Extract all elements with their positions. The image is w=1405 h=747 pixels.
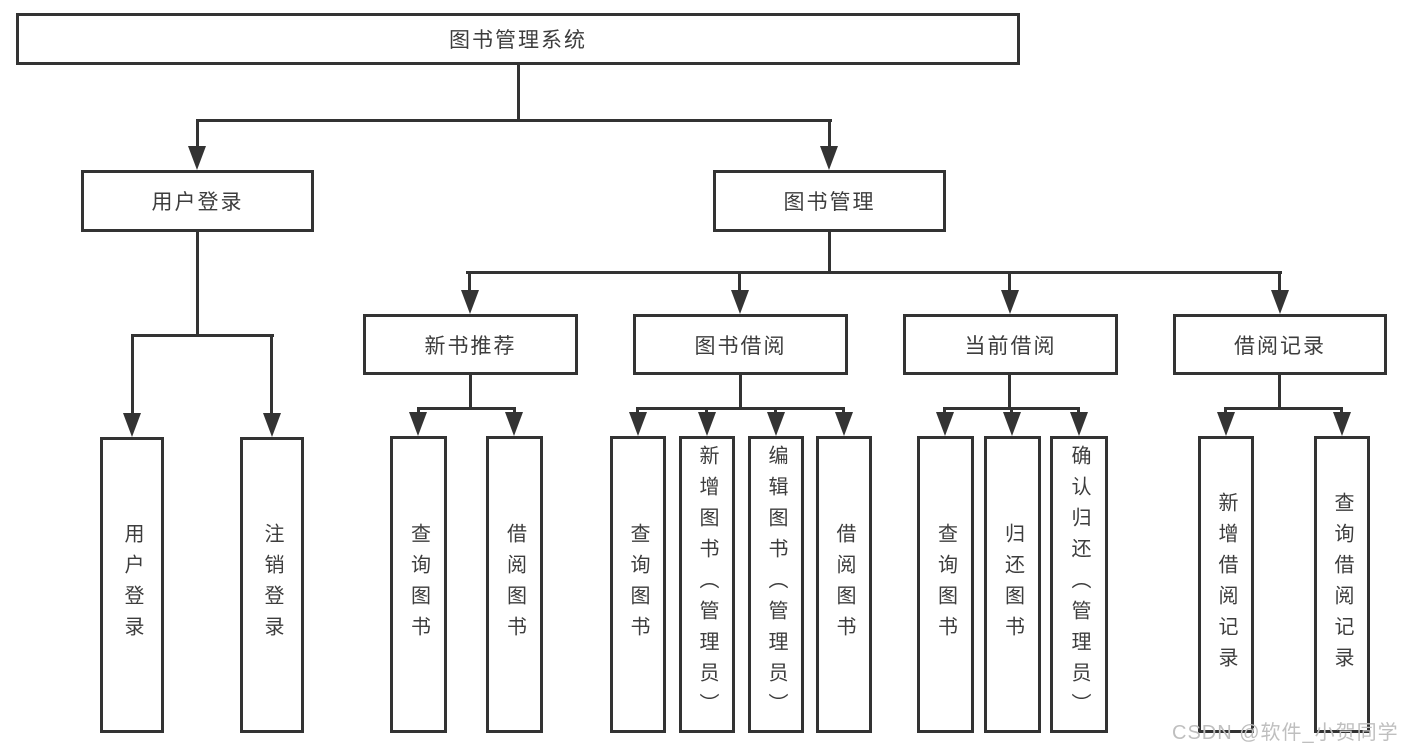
leaf-borrow-books-1: 借阅图书 [486,436,543,733]
leaf-query-books-2: 查询图书 [610,436,666,733]
connector-vline [1077,407,1080,416]
leaf-confirm-return-admin: 确认归还（管理员） [1050,436,1108,733]
arrowhead-down-icon [409,412,427,436]
leaf-borrow-books-2: 借阅图书 [816,436,872,733]
leaf-add-books-admin-label: 新增图书（管理员） [696,445,718,724]
leaf-add-books-admin: 新增图书（管理员） [679,436,735,733]
leaf-logout-label: 注销登录 [261,523,283,647]
node-root-label: 图书管理系统 [449,29,587,52]
node-root: 图书管理系统 [16,13,1020,65]
connector-vline [705,407,708,416]
node-current-borrow: 当前借阅 [903,314,1118,375]
leaf-query-borrow-record: 查询借阅记录 [1314,436,1370,733]
leaf-return-books-label: 归还图书 [1001,522,1024,647]
connector-vline [943,407,946,416]
connector-vline [468,271,471,295]
connector-hline [637,407,845,410]
leaf-query-books-1-label: 查询图书 [407,522,430,647]
leaf-query-borrow-record-label: 查询借阅记录 [1331,491,1353,678]
connector-vline [842,407,845,416]
connector-vline [1010,407,1013,416]
leaf-edit-books-admin-label: 编辑图书（管理员） [765,445,787,724]
leaf-return-books: 归还图书 [984,436,1041,733]
leaf-logout: 注销登录 [240,437,304,733]
arrowhead-down-icon [820,146,838,170]
node-book-borrow-label: 图书借阅 [694,334,787,358]
node-borrow-records: 借阅记录 [1173,314,1387,375]
arrowhead-down-icon [1001,290,1019,314]
connector-vline [636,407,639,416]
arrowhead-down-icon [767,412,785,436]
leaf-add-borrow-record: 新增借阅记录 [1198,436,1254,733]
node-borrow-records-label: 借阅记录 [1234,334,1326,358]
connector-vline [417,407,420,416]
arrowhead-down-icon [835,412,853,436]
arrowhead-down-icon [461,290,479,314]
arrowhead-down-icon [263,413,281,437]
connector-hline [196,119,832,122]
leaf-query-books-3: 查询图书 [917,436,974,733]
connector-vline [739,375,742,410]
connector-vline [828,119,831,150]
arrowhead-down-icon [1003,412,1021,436]
node-new-book-recommend: 新书推荐 [363,314,578,375]
node-book-borrow: 图书借阅 [633,314,848,375]
connector-vline [774,407,777,416]
connector-vline [828,232,831,274]
arrowhead-down-icon [1217,412,1235,436]
connector-vline [131,334,134,418]
arrowhead-down-icon [123,413,141,437]
connector-vline [513,407,516,416]
connector-vline [1008,375,1011,410]
connector-vline [469,375,472,410]
connector-vline [738,271,741,295]
arrowhead-down-icon [731,290,749,314]
node-new-book-recommend-label: 新书推荐 [424,334,517,358]
arrowhead-down-icon [1271,290,1289,314]
leaf-query-books-2-label: 查询图书 [627,522,649,647]
leaf-borrow-books-1-label: 借阅图书 [503,522,526,647]
csdn-watermark: CSDN @软件_小贺同学 [1172,722,1399,744]
leaf-query-books-3-label: 查询图书 [934,522,957,647]
leaf-query-books-1: 查询图书 [390,436,447,733]
leaf-borrow-books-2-label: 借阅图书 [833,522,855,647]
arrowhead-down-icon [629,412,647,436]
arrowhead-down-icon [188,146,206,170]
arrowhead-down-icon [936,412,954,436]
leaf-confirm-return-admin-label: 确认归还（管理员） [1068,445,1090,724]
arrowhead-down-icon [698,412,716,436]
leaf-user-login: 用户登录 [100,437,164,733]
connector-vline [1278,271,1281,295]
connector-hline [466,271,1282,274]
arrowhead-down-icon [505,412,523,436]
connector-vline [196,232,199,336]
node-book-management-label: 图书管理 [783,191,876,214]
connector-vline [517,65,520,121]
connector-vline [196,119,199,150]
leaf-add-borrow-record-label: 新增借阅记录 [1215,491,1237,678]
connector-vline [1008,271,1011,295]
connector-hline [1225,407,1343,410]
connector-vline [1224,407,1227,416]
arrowhead-down-icon [1070,412,1088,436]
leaf-user-login-label: 用户登录 [121,523,143,647]
leaf-edit-books-admin: 编辑图书（管理员） [748,436,804,733]
arrowhead-down-icon [1333,412,1351,436]
node-current-borrow-label: 当前借阅 [964,334,1057,358]
connector-vline [270,334,273,418]
node-user-login: 用户登录 [81,170,314,232]
node-book-management: 图书管理 [713,170,946,232]
connector-hline [131,334,274,337]
connector-hline [417,407,516,410]
connector-vline [1278,375,1281,410]
node-user-login-label: 用户登录 [151,191,244,214]
connector-vline [1340,407,1343,416]
